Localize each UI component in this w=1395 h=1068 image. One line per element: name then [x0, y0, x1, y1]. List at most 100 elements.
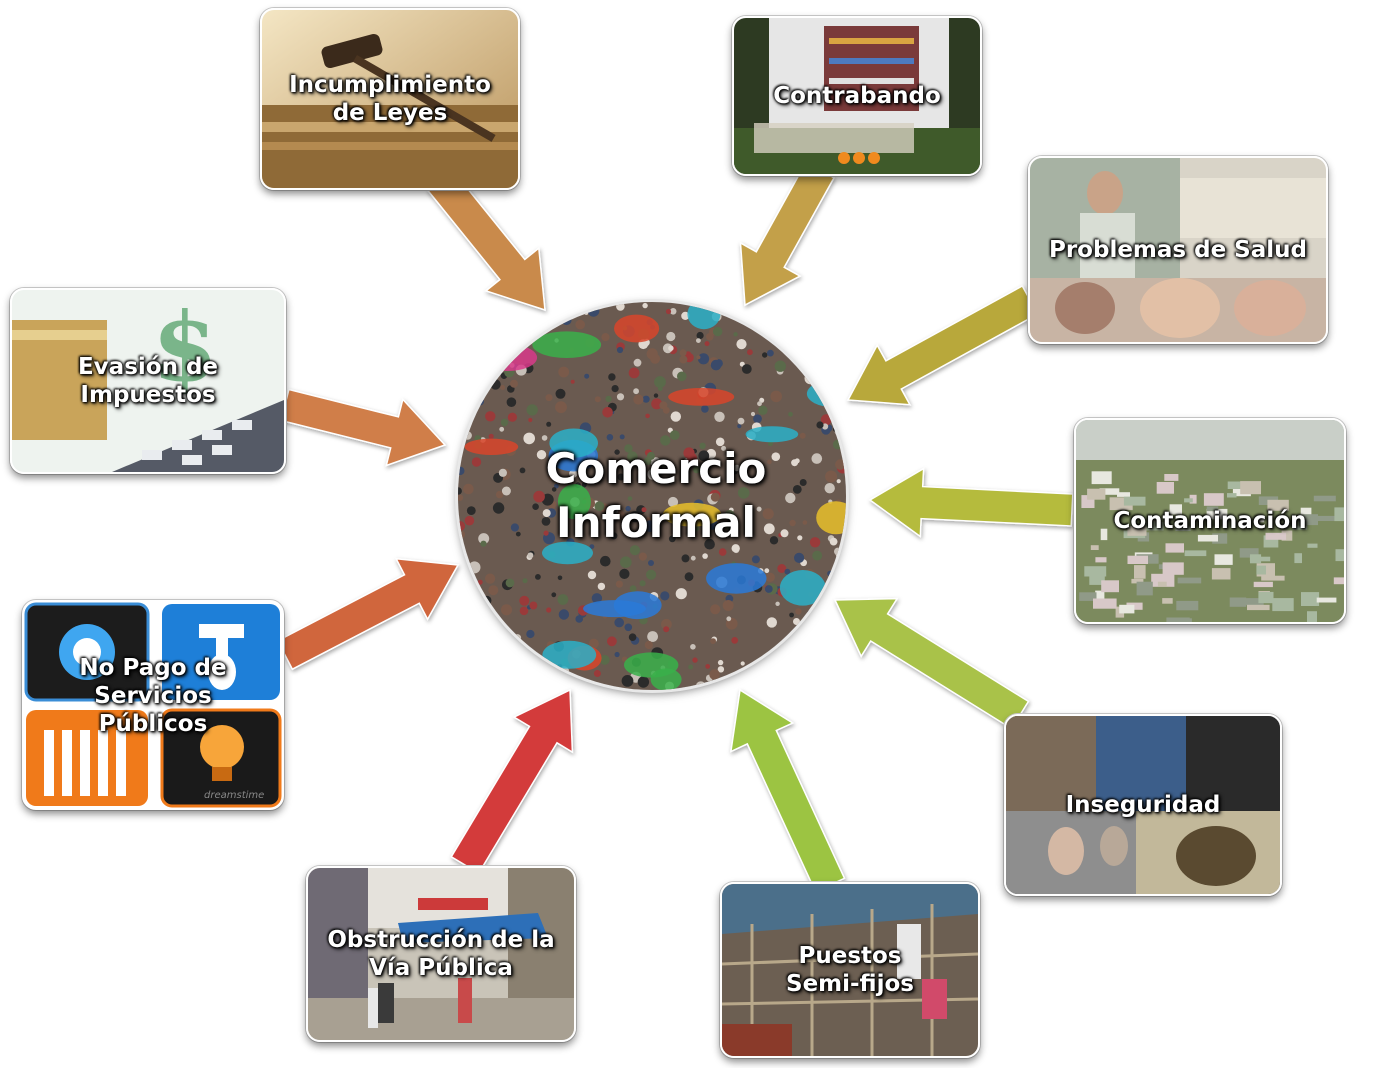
crowd-dot [464, 383, 476, 395]
crowd-dot [485, 641, 491, 647]
crowd-dot [835, 585, 846, 598]
trash-piece [1240, 481, 1261, 495]
crowd-dot [830, 645, 837, 652]
crowd-dot [701, 405, 709, 413]
crowd-dot [569, 469, 578, 478]
crowd-dot [698, 450, 710, 462]
crowd-dot [521, 314, 526, 319]
trash-piece [1294, 553, 1302, 564]
crowd-dot [608, 373, 616, 381]
crowd-dot [770, 390, 782, 403]
crowd-dot [541, 517, 551, 526]
crowd-dot [616, 509, 623, 516]
crowd-dot [611, 507, 619, 515]
crowd-dot [704, 341, 710, 347]
crowd-dot [602, 407, 613, 418]
crowd-dot [834, 547, 842, 556]
crowd-dot [619, 434, 625, 440]
trash-piece [1206, 506, 1219, 512]
crowd-dot [485, 573, 496, 584]
umbrella-shape [816, 501, 846, 535]
card-label: No Pago de Servicios Públicos [79, 655, 227, 737]
umbrella-shape [583, 600, 646, 618]
crowd-dot [459, 640, 468, 649]
crowd-dot [461, 417, 470, 427]
crowd-dot [696, 331, 704, 340]
crowd-dot [520, 680, 528, 689]
trash-piece [1307, 611, 1317, 622]
crowd-dot [751, 555, 760, 564]
hub-label: Comercio Informal [545, 444, 767, 547]
crowd-dot [663, 626, 670, 633]
crowd-dot [621, 675, 634, 687]
crowd-dot [559, 666, 570, 677]
crowd-dot [762, 508, 774, 520]
crowd-dot [710, 638, 716, 644]
arrow-obstruccion [450, 688, 574, 875]
trash-piece [1126, 602, 1143, 610]
crowd-dot [488, 433, 494, 439]
crowd-dot [625, 505, 631, 512]
crowd-dot [527, 552, 534, 559]
crowd-dot [833, 427, 838, 432]
crowd-dot [737, 417, 745, 425]
crowd-dot [584, 373, 590, 379]
crowd-dot [624, 444, 633, 453]
crowd-dot [813, 316, 823, 326]
crowd-dot [733, 332, 738, 337]
crowd-dot [533, 490, 545, 503]
crowd-dot [587, 570, 597, 580]
crowd-dot [485, 411, 496, 422]
crowd-dot [599, 654, 610, 665]
crowd-dot [688, 664, 694, 670]
card-obstruccion-de-la-via-publica: Obstrucción de la Vía Pública [306, 866, 576, 1042]
crowd-dot [519, 606, 529, 616]
trash-piece [1095, 590, 1105, 604]
crowd-dot [506, 397, 517, 407]
crowd-dot [488, 585, 499, 596]
trash-piece [1117, 492, 1130, 497]
crowd-dot [785, 492, 796, 504]
crowd-dot [812, 550, 823, 561]
crowd-dot [790, 640, 801, 650]
crowd-dot [802, 520, 808, 525]
crowd-dot [731, 544, 740, 553]
crowd-dot [809, 537, 821, 548]
umbrella-shape [668, 388, 735, 406]
crowd-dot [561, 314, 572, 326]
smuggled-goods-van-photo [734, 18, 980, 174]
trash-piece [1091, 471, 1112, 485]
card-label: Problemas de Salud [1048, 237, 1307, 263]
crowd-dot [617, 473, 625, 481]
crowd-dot [463, 483, 474, 495]
crowd-dot [717, 666, 725, 673]
crowd-dot [639, 580, 646, 587]
crowd-dot [784, 568, 791, 575]
arrow-servicios [276, 557, 460, 671]
crowd-dot [766, 617, 777, 628]
trash-piece [1095, 557, 1107, 563]
crowd-dot [713, 326, 723, 337]
trash-piece [1318, 515, 1339, 521]
crowd-dot [760, 303, 771, 314]
trash-piece [1212, 533, 1228, 544]
trash-piece [1300, 507, 1312, 515]
crowd-dot [769, 536, 779, 545]
crowd-dot [487, 325, 499, 337]
crowd-dot [600, 555, 611, 567]
crowd-dot [463, 431, 469, 437]
crowd-dot [797, 315, 807, 325]
crowd-dot [525, 302, 530, 306]
crowd-dot [594, 501, 605, 512]
crowd-dot [504, 302, 515, 312]
crowd-dot [624, 524, 630, 530]
crowd-dot [823, 302, 830, 306]
trash-piece [1203, 493, 1224, 506]
crowd-dot [666, 331, 676, 342]
market-crowd-photo [458, 302, 846, 690]
crowd-dot [531, 325, 543, 337]
crowd-dot [696, 355, 701, 360]
crowd-dot [838, 302, 845, 309]
crowd-dot [463, 621, 471, 628]
